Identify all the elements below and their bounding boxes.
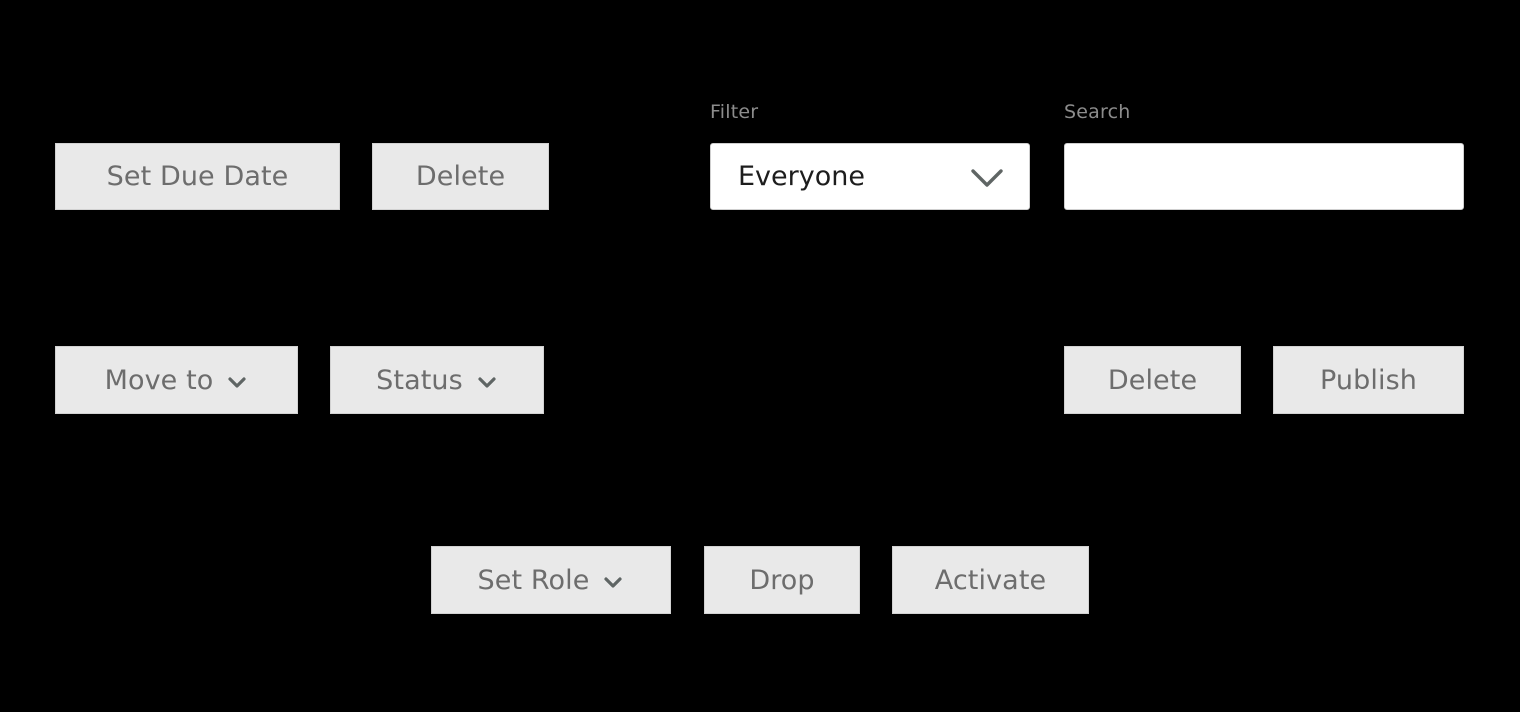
activate-label: Activate: [934, 564, 1047, 596]
filter-label: Filter: [710, 101, 759, 123]
status-button[interactable]: Status: [330, 346, 544, 414]
set-role-label: Set Role: [477, 564, 590, 596]
delete-label-row1: Delete: [415, 161, 506, 192]
filter-selected-value: Everyone: [738, 161, 865, 192]
chevron-down-icon: [226, 371, 248, 393]
move-to-label: Move to: [104, 364, 214, 396]
drop-label: Drop: [749, 564, 815, 596]
set-due-date-label: Set Due Date: [106, 161, 289, 192]
move-to-button[interactable]: Move to: [55, 346, 298, 414]
publish-label: Publish: [1320, 364, 1417, 396]
chevron-down-icon: [602, 571, 624, 593]
chevron-down-icon: [965, 162, 1009, 192]
activate-button[interactable]: Activate: [892, 546, 1089, 614]
search-input[interactable]: [1064, 143, 1464, 210]
delete-button-row2[interactable]: Delete: [1064, 346, 1241, 414]
set-role-button[interactable]: Set Role: [431, 546, 671, 614]
filter-select[interactable]: Everyone: [710, 143, 1030, 210]
delete-label-row2: Delete: [1107, 364, 1198, 396]
drop-button[interactable]: Drop: [704, 546, 860, 614]
set-due-date-button[interactable]: Set Due Date: [55, 143, 340, 210]
chevron-down-icon: [476, 371, 498, 393]
search-label: Search: [1064, 101, 1131, 123]
status-label: Status: [376, 364, 463, 396]
delete-button-row1[interactable]: Delete: [372, 143, 549, 210]
publish-button[interactable]: Publish: [1273, 346, 1464, 414]
